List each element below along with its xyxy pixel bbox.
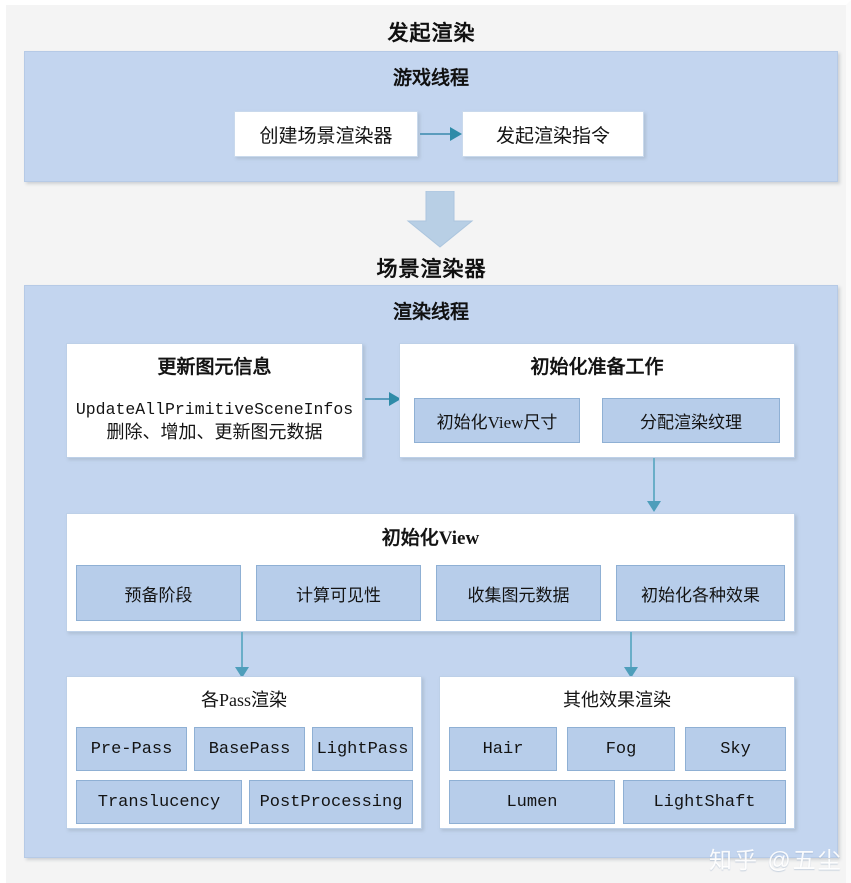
card-body-update-primitive-info: UpdateAllPrimitiveSceneInfos 删除、增加、更新图元数… — [67, 400, 362, 443]
arrow-down-icon — [647, 501, 661, 512]
connector-update-to-prepare — [365, 398, 391, 400]
text-update-all-primitive-scene-infos: UpdateAllPrimitiveSceneInfos — [75, 400, 354, 419]
chip-lumen[interactable]: Lumen — [449, 780, 615, 824]
connector-initview-to-effects — [630, 632, 632, 669]
chip-sky[interactable]: Sky — [685, 727, 786, 771]
arrow-down-icon — [235, 667, 249, 678]
group-game-thread: 游戏线程 — [24, 51, 838, 182]
chip-init-view-size[interactable]: 初始化View尺寸 — [414, 398, 580, 443]
connector-prepare-to-initview — [653, 458, 655, 503]
chip-hair[interactable]: Hair — [449, 727, 557, 771]
card-title-other-effects: 其他效果渲染 — [563, 690, 671, 710]
chip-post-processing[interactable]: PostProcessing — [249, 780, 413, 824]
card-title-update-primitive-info: 更新图元信息 — [157, 357, 272, 378]
chip-translucency[interactable]: Translucency — [76, 780, 242, 824]
card-update-primitive-info: 更新图元信息 UpdateAllPrimitiveSceneInfos 删除、增… — [66, 343, 363, 458]
page-title-initiate-render: 发起渲染 — [387, 21, 476, 45]
chip-allocate-render-textures[interactable]: 分配渲染纹理 — [602, 398, 780, 443]
node-create-scene-renderer[interactable]: 创建场景渲染器 — [234, 111, 418, 157]
node-issue-render-command[interactable]: 发起渲染指令 — [462, 111, 644, 157]
text-primitive-data-ops: 删除、增加、更新图元数据 — [106, 421, 323, 442]
chip-compute-visibility[interactable]: 计算可见性 — [256, 565, 421, 621]
chip-init-effects[interactable]: 初始化各种效果 — [616, 565, 785, 621]
connector-game-thread-line — [420, 133, 452, 135]
chip-fog[interactable]: Fog — [567, 727, 675, 771]
page-title-scene-renderer: 场景渲染器 — [376, 257, 487, 281]
chip-light-shaft[interactable]: LightShaft — [623, 780, 786, 824]
block-arrow-down-icon — [404, 190, 476, 249]
connector-initview-to-pass — [241, 632, 243, 669]
chip-light-pass[interactable]: LightPass — [312, 727, 413, 771]
chip-prepare-stage[interactable]: 预备阶段 — [76, 565, 241, 621]
watermark-zhihu: 知乎 @五尘 — [709, 847, 843, 873]
chip-base-pass[interactable]: BasePass — [194, 727, 305, 771]
group-title-game-thread: 游戏线程 — [392, 68, 469, 89]
group-title-render-thread: 渲染线程 — [392, 302, 469, 323]
arrow-down-icon — [624, 667, 638, 678]
card-title-init-view: 初始化View — [381, 528, 480, 549]
card-title-init-prepare: 初始化准备工作 — [530, 357, 664, 378]
arrow-right-icon — [389, 392, 401, 406]
chip-gather-primitive-data[interactable]: 收集图元数据 — [436, 565, 601, 621]
chip-pre-pass[interactable]: Pre-Pass — [76, 727, 187, 771]
card-title-pass-render: 各Pass渲染 — [200, 690, 287, 710]
arrow-right-icon — [450, 127, 462, 141]
